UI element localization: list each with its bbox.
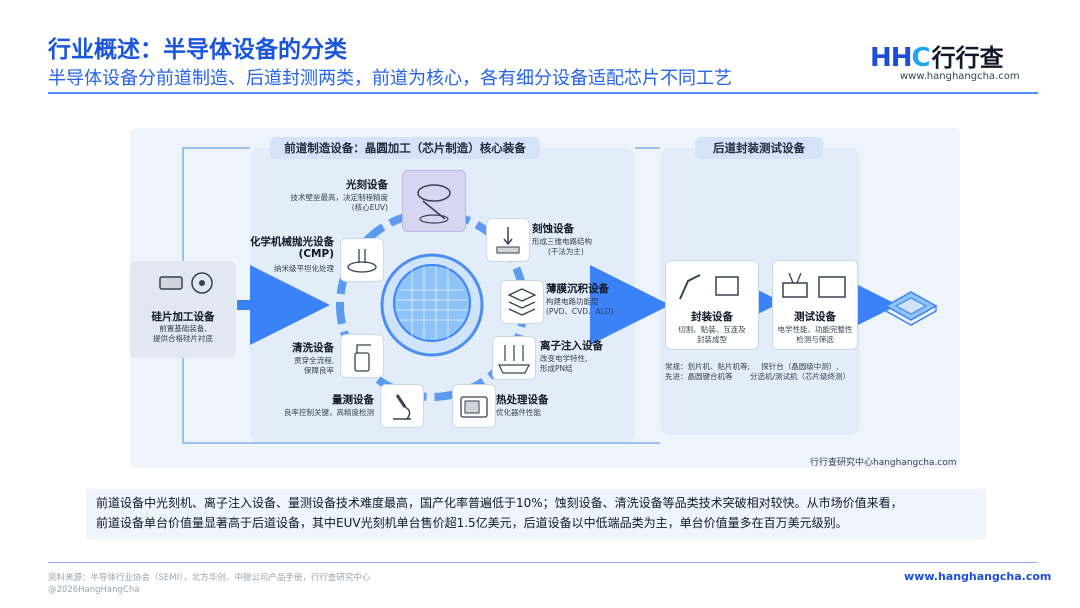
clean-desc-2: 保障良率 [304, 366, 334, 375]
clean-name: 清洗设备 [292, 342, 334, 354]
finished-chip-icon [884, 291, 938, 326]
metro-name: 量测设备 [332, 394, 374, 406]
test-name: 测试设备 [794, 311, 836, 323]
litho-desc-1: 技术壁垒最高，决定制程精度 [290, 193, 389, 202]
test-extra-2: 分选机/测试机（芯片级终测） [749, 372, 851, 381]
lithography-icon[interactable] [402, 170, 466, 232]
litho-name: 光刻设备 [346, 179, 388, 191]
robot-arm-chip-icon [679, 274, 739, 300]
footer-divider [48, 562, 1038, 563]
pkg-desc-1: 切割、贴装、互连及 [678, 325, 746, 334]
pkg-desc-2: 封装成型 [697, 335, 727, 344]
thermal-name: 热处理设备 [496, 394, 549, 406]
copyright-text: @2026HangHangCha [48, 585, 140, 595]
cmp-name: 化学机械抛光设备 [250, 236, 334, 248]
logo-url[interactable]: www.hanghangcha.com [900, 71, 1020, 82]
depo-name: 薄膜沉积设备 [546, 283, 609, 295]
etch-desc-2: (干法为主) [548, 247, 584, 256]
test-desc-1: 电学性能、功能完整性 [777, 325, 853, 334]
packaging-box[interactable]: 封装设备 切割、贴装、互连及 封装成型 [665, 260, 759, 350]
spray-bottle-icon[interactable] [340, 334, 384, 378]
pkg-extra-1: 常规：划片机、贴片机等; [665, 362, 751, 371]
cmp-desc-1: 纳米级平坦化处理 [274, 264, 334, 273]
etch-desc-1: 形成三维电路结构 [532, 237, 592, 246]
note-line-2: 前道设备单台价值量显著高于后道设备，其中EUV光刻机单台售价超1.5亿美元，后道… [96, 516, 848, 530]
wafer-prep-desc-1: 前置基础装备, [159, 324, 207, 333]
test-desc-2: 检测与筛选 [796, 335, 834, 344]
wafer-prep-desc-2: 提供合格硅片衬底 [153, 334, 213, 343]
cmp-name-abbr: (CMP) [298, 248, 334, 260]
testing-box[interactable]: 测试设备 电学性能、功能完整性 检测与筛选 [772, 260, 858, 350]
implant-name: 离子注入设备 [540, 340, 603, 352]
test-extra-1: 探针台（晶圆级中测）, [761, 362, 839, 371]
page-subtitle: 半导体设备分前道制造、后道封测两类，前道为核心，各有细分设备适配芯片不同工艺 [48, 68, 732, 89]
probe-tester-icon [782, 272, 846, 298]
note-line-1: 前道设备中光刻机、离子注入设备、量测设备技术难度最高，国产化率普遍低于10%；蚀… [96, 496, 903, 510]
polisher-icon[interactable] [340, 238, 384, 282]
diagram-credit: 行行查研究中心hanghangcha.com [810, 458, 957, 468]
logo-cn: 行行查 [931, 44, 1004, 72]
header-divider [48, 92, 1038, 94]
clean-desc-1: 贯穿全流程, [294, 356, 334, 365]
wafer-prep-name: 硅片加工设备 [151, 311, 215, 323]
metro-desc-1: 良率控制关键，高精度检测 [284, 408, 374, 417]
wafer-prep-box[interactable]: 硅片加工设备 前置基础装备, 提供合格硅片衬底 [130, 261, 236, 358]
source-text: 资料来源：半导体行业协会（SEMI），北方华创、中微公司产品手册，行行查研究中心 [48, 573, 371, 583]
back-end-title: 后道封装测试设备 [695, 137, 823, 159]
front-end-title: 前道制造设备：晶圆加工（芯片制造）核心装备 [270, 137, 540, 159]
thermal-desc-1: 优化器件性能 [496, 408, 541, 417]
depo-desc-1: 构建电路功能层 [546, 297, 599, 306]
center-wafer-icon [382, 255, 482, 355]
ion-beam-icon[interactable] [492, 336, 536, 380]
depo-desc-2: (PVD、CVD、ALD) [546, 307, 614, 316]
pkg-name: 封装设备 [691, 311, 733, 323]
implant-desc-2: 形成PN结 [540, 364, 573, 373]
layers-icon[interactable] [500, 280, 544, 324]
litho-desc-2: (核心EUV) [351, 203, 388, 212]
bottom-loop-line [182, 358, 660, 444]
pkg-extra-2: 先进：晶圆键合机等 [665, 372, 733, 381]
page-title: 行业概述：半导体设备的分类 [48, 37, 347, 63]
etch-name: 刻蚀设备 [532, 223, 574, 235]
furnace-icon[interactable] [452, 384, 496, 428]
brand-logo[interactable]: HHC行行查 www.hanghangcha.com [870, 38, 1050, 88]
summary-note: 前道设备中光刻机、离子注入设备、量测设备技术难度最高，国产化率普遍低于10%；蚀… [86, 489, 986, 539]
ingot-and-saw-icon [159, 272, 213, 294]
implant-desc-1: 改变电学特性, [540, 354, 588, 363]
footer-url[interactable]: www.hanghangcha.com [904, 570, 1052, 583]
logo-mark: HHC [870, 43, 931, 73]
microscope-icon[interactable] [380, 384, 424, 428]
etch-icon[interactable] [486, 218, 530, 262]
